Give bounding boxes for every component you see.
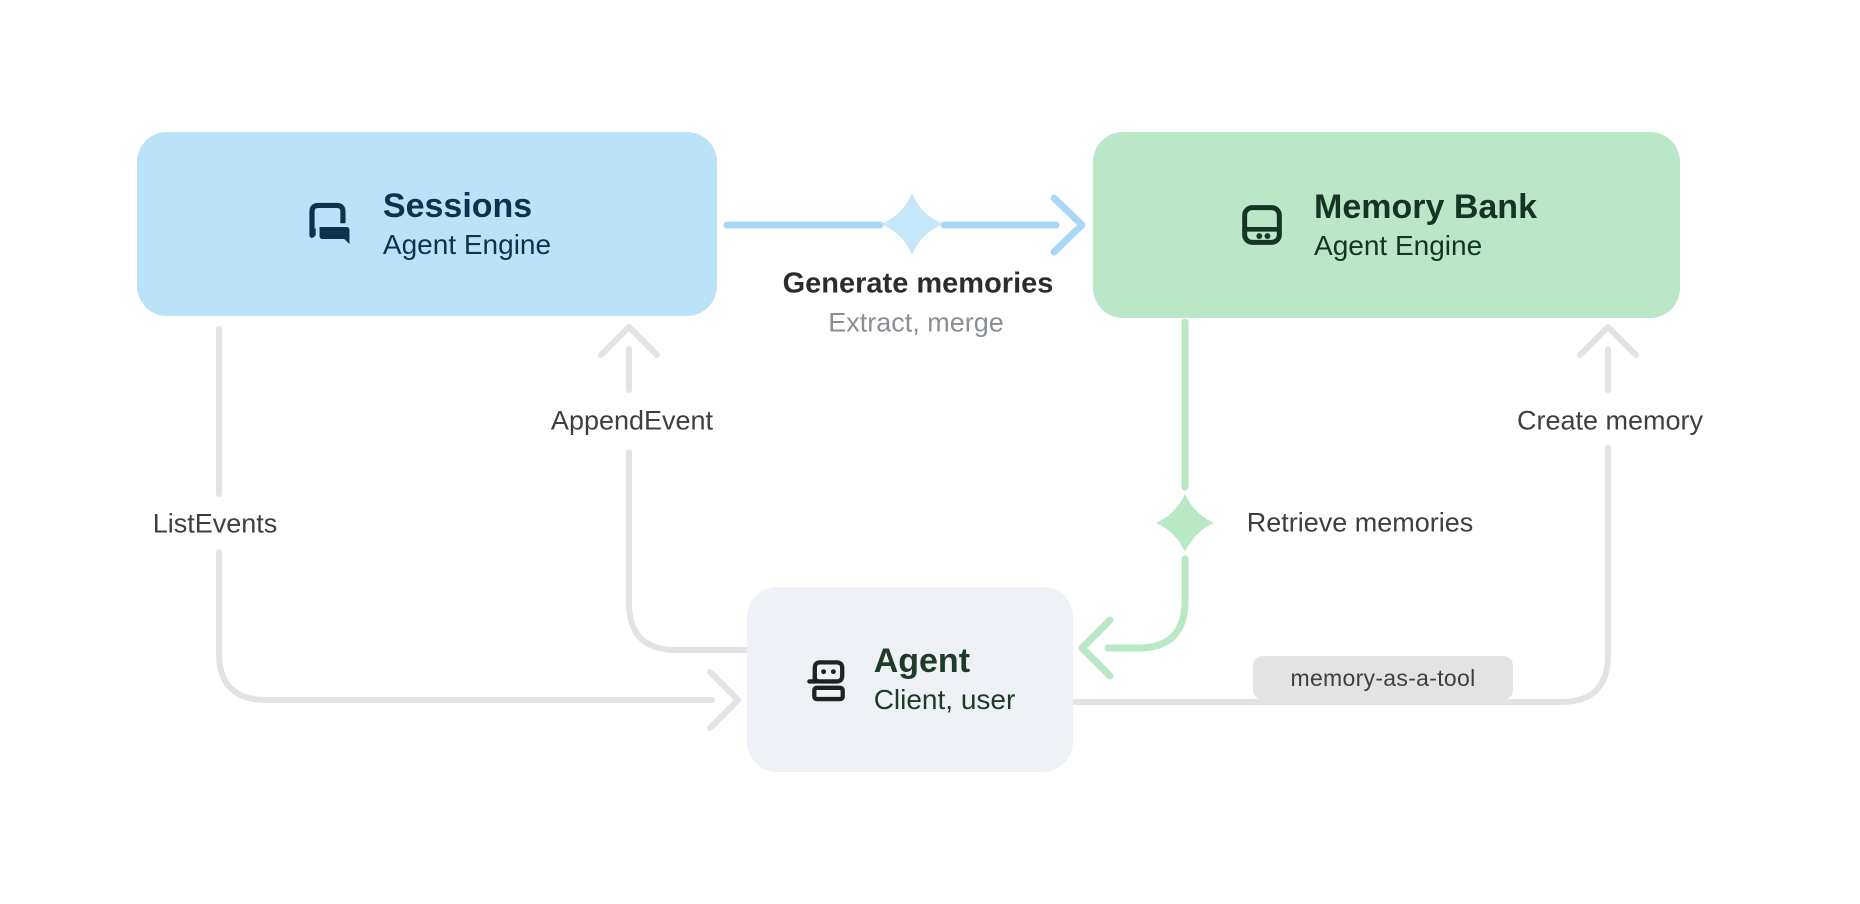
- sparkle-icon: [1156, 494, 1214, 552]
- memory-bank-node: Memory Bank Agent Engine: [1093, 132, 1680, 318]
- append-event-label: AppendEvent: [550, 405, 714, 436]
- sessions-subtitle: Agent Engine: [382, 228, 552, 260]
- robot-icon: [806, 660, 845, 702]
- chat-forum-icon: [309, 202, 354, 251]
- extract-merge-label: Extract, merge: [828, 307, 1004, 338]
- retrieve-memories-label: Retrieve memories: [1246, 507, 1474, 538]
- sessions-title: Sessions: [382, 186, 533, 225]
- sessions-node: Sessions Agent Engine: [137, 132, 717, 316]
- append-event-arrow: [598, 324, 750, 653]
- memory-bank-subtitle: Agent Engine: [1314, 229, 1483, 261]
- generate-memories-arrow: [723, 193, 1086, 256]
- agent-node: Agent Client, user: [747, 587, 1073, 772]
- generate-memories-label: Generate memories: [782, 267, 1054, 300]
- sparkle-icon: [881, 193, 943, 255]
- create-memory-label: Create memory: [1516, 405, 1704, 436]
- memory-storage-icon: [1242, 205, 1282, 245]
- list-events-arrow: [216, 326, 741, 731]
- memory-as-a-tool-label: memory-as-a-tool: [1290, 664, 1476, 691]
- create-memory-arrow: [1070, 324, 1639, 705]
- agent-title: Agent: [873, 642, 971, 680]
- memory-as-a-tool-badge: memory-as-a-tool: [1253, 656, 1513, 700]
- list-events-label: ListEvents: [152, 508, 278, 539]
- retrieve-memories-arrow: [1078, 318, 1214, 680]
- agent-subtitle: Client, user: [873, 684, 1016, 715]
- memory-bank-title: Memory Bank: [1314, 187, 1537, 226]
